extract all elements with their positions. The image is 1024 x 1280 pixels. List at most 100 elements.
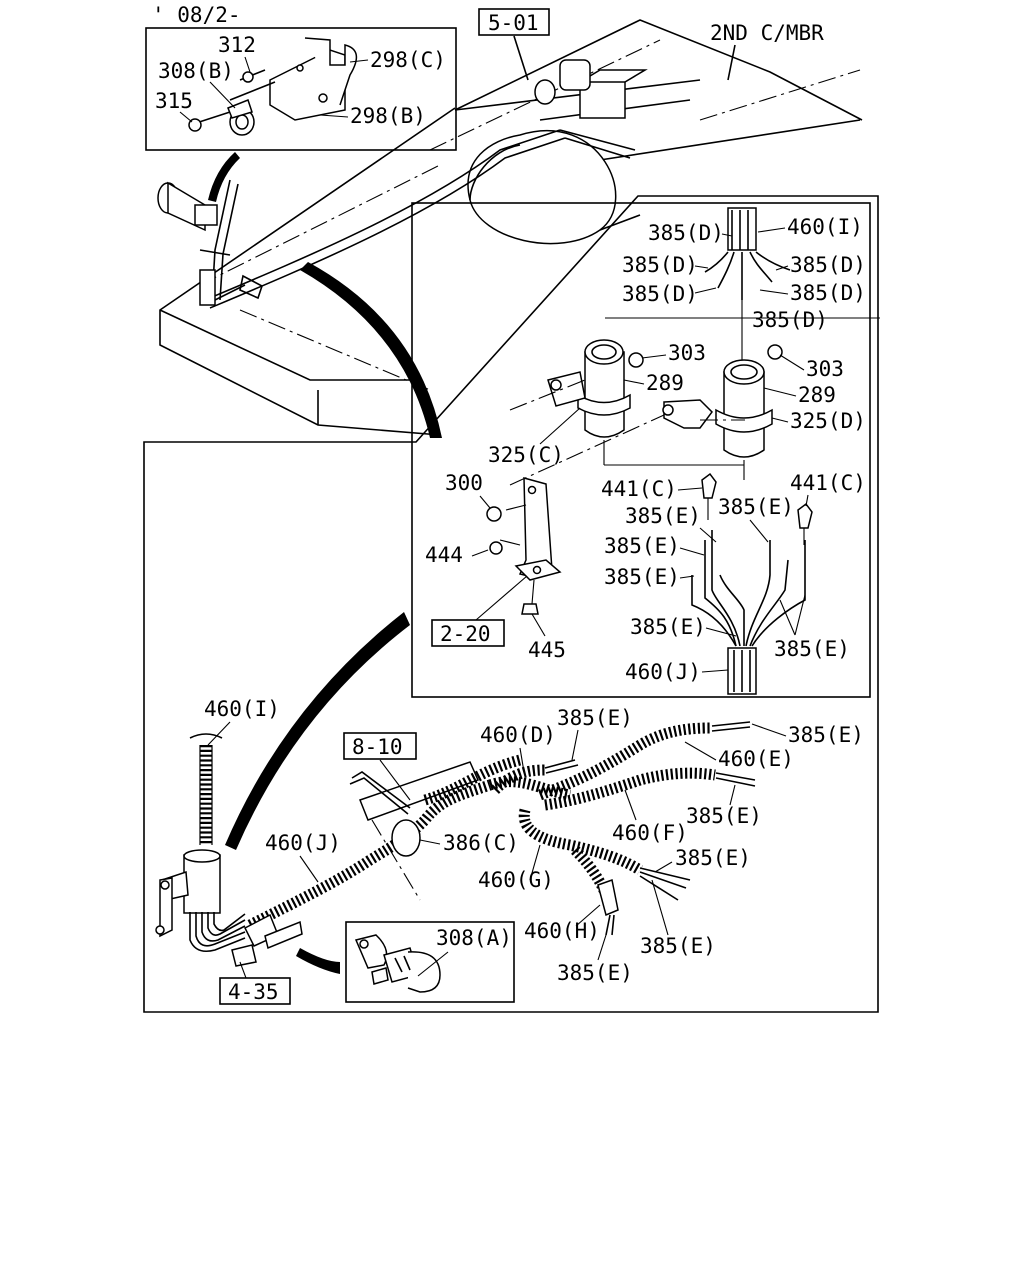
leader-385e-12: [597, 934, 607, 961]
leader-312: [244, 56, 251, 73]
ref-box-5-01[interactable]: 5-01: [478, 8, 550, 36]
leader-385e-2: [749, 519, 769, 543]
frame-member-leader: [727, 44, 736, 81]
nut-303-left: [628, 352, 644, 368]
label-385e-4[interactable]: 385(E): [604, 565, 680, 589]
leader-460i-main: [207, 721, 231, 746]
label-315[interactable]: 315: [155, 89, 193, 113]
leader-460f: [624, 789, 637, 821]
leader-460h: [575, 904, 601, 927]
detail-arrow-top: [208, 152, 240, 202]
leader-460j-inset: [701, 669, 729, 673]
svg-text:8-10: 8-10: [352, 735, 403, 759]
label-441c-right[interactable]: 441(C): [790, 471, 866, 495]
label-385e-10[interactable]: 385(E): [675, 846, 751, 870]
label-385e-5[interactable]: 385(E): [630, 615, 706, 639]
label-385d-1[interactable]: 385(D): [648, 221, 724, 245]
label-386c[interactable]: 386(C): [443, 831, 519, 855]
leader-303-left: [641, 354, 667, 359]
leader-298c: [349, 59, 369, 63]
leader-460j-main: [299, 855, 319, 883]
ref-5-01-leader: [513, 35, 529, 81]
label-385d-2[interactable]: 385(D): [622, 253, 698, 277]
label-385e-2[interactable]: 385(E): [718, 495, 794, 519]
label-303-right[interactable]: 303: [806, 357, 844, 381]
label-325c[interactable]: 325(C): [488, 443, 564, 467]
label-289-right[interactable]: 289: [798, 383, 836, 407]
leader-385e-3: [679, 547, 705, 556]
leader-315: [179, 111, 193, 123]
label-385d-6[interactable]: 385(D): [752, 308, 828, 332]
lower-harness-bundle: [691, 472, 813, 695]
ref-box-4-35[interactable]: 4-35: [219, 977, 291, 1005]
label-289-left[interactable]: 289: [646, 371, 684, 395]
label-460d[interactable]: 460(D): [480, 723, 556, 747]
upper-harness-bundle: [704, 207, 791, 362]
label-300[interactable]: 300: [445, 471, 483, 495]
leader-289-left: [623, 379, 645, 385]
label-385e-11[interactable]: 385(E): [640, 934, 716, 958]
label-444[interactable]: 444: [425, 543, 463, 567]
leader-385e-1: [699, 527, 717, 543]
label-460j-main[interactable]: 460(J): [265, 831, 341, 855]
label-441c-left[interactable]: 441(C): [601, 477, 677, 501]
label-308b[interactable]: 308(B): [158, 59, 234, 83]
label-445[interactable]: 445: [528, 638, 566, 662]
connector-right: [509, 359, 773, 486]
leader-460e: [684, 741, 717, 761]
leader-385d-3: [775, 265, 789, 271]
leader-289-right: [763, 387, 797, 397]
detail-box-308a: [345, 921, 515, 1003]
label-385e-7[interactable]: 385(E): [557, 706, 633, 730]
label-460i-main[interactable]: 460(I): [204, 697, 280, 721]
leader-445: [531, 613, 546, 637]
leader-325c: [539, 407, 581, 445]
label-303-left[interactable]: 303: [668, 341, 706, 365]
label-460i-inset[interactable]: 460(I): [787, 215, 863, 239]
leader-385d-1: [721, 233, 733, 237]
main-detail-frame: [143, 195, 879, 1013]
label-385e-1[interactable]: 385(E): [625, 504, 701, 528]
label-385e-12[interactable]: 385(E): [557, 961, 633, 985]
label-298b[interactable]: 298(B): [350, 104, 426, 128]
ref-4-35-leader: [239, 961, 247, 979]
label-298c[interactable]: 298(C): [370, 48, 446, 72]
svg-text:4-35: 4-35: [228, 980, 279, 1004]
label-385e-9[interactable]: 385(E): [686, 804, 762, 828]
leader-385e-4: [679, 575, 695, 579]
label-460e[interactable]: 460(E): [718, 747, 794, 771]
leader-308a: [417, 951, 449, 977]
leader-385d-4: [694, 287, 717, 294]
chassis-frame-illustration: [157, 19, 863, 436]
nut-303-right: [767, 344, 783, 360]
label-385e-8[interactable]: 385(E): [788, 723, 864, 747]
label-308a[interactable]: 308(A): [436, 926, 512, 950]
label-385d-3[interactable]: 385(D): [790, 253, 866, 277]
label-385e-6[interactable]: 385(E): [774, 637, 850, 661]
label-460g[interactable]: 460(G): [478, 868, 554, 892]
leader-385e-6b: [794, 594, 806, 636]
label-460f[interactable]: 460(F): [612, 821, 688, 845]
leader-460d: [519, 747, 525, 773]
date-code: ' 08/2-: [152, 3, 241, 27]
leader-385e-5: [705, 627, 737, 637]
leader-386c: [419, 839, 441, 845]
leader-385e-9: [729, 784, 736, 806]
label-385d-4[interactable]: 385(D): [622, 282, 698, 306]
label-460j-inset[interactable]: 460(J): [625, 660, 701, 684]
ref-box-8-10[interactable]: 8-10: [343, 732, 417, 760]
connector-left: [509, 339, 631, 465]
leader-385e-8: [751, 723, 787, 737]
leader-385e-7: [571, 729, 579, 761]
callout-arrow-frame: [300, 262, 442, 438]
label-385e-3[interactable]: 385(E): [604, 534, 680, 558]
ref-box-2-20[interactable]: 2-20: [431, 619, 505, 647]
label-312[interactable]: 312: [218, 33, 256, 57]
inset-box-connectors: [411, 202, 871, 698]
leader-303-right: [779, 354, 805, 371]
label-385d-5[interactable]: 385(D): [790, 281, 866, 305]
label-325d[interactable]: 325(D): [790, 409, 866, 433]
callout-arrow-harness: [225, 612, 410, 850]
label-460h[interactable]: 460(H): [524, 919, 600, 943]
